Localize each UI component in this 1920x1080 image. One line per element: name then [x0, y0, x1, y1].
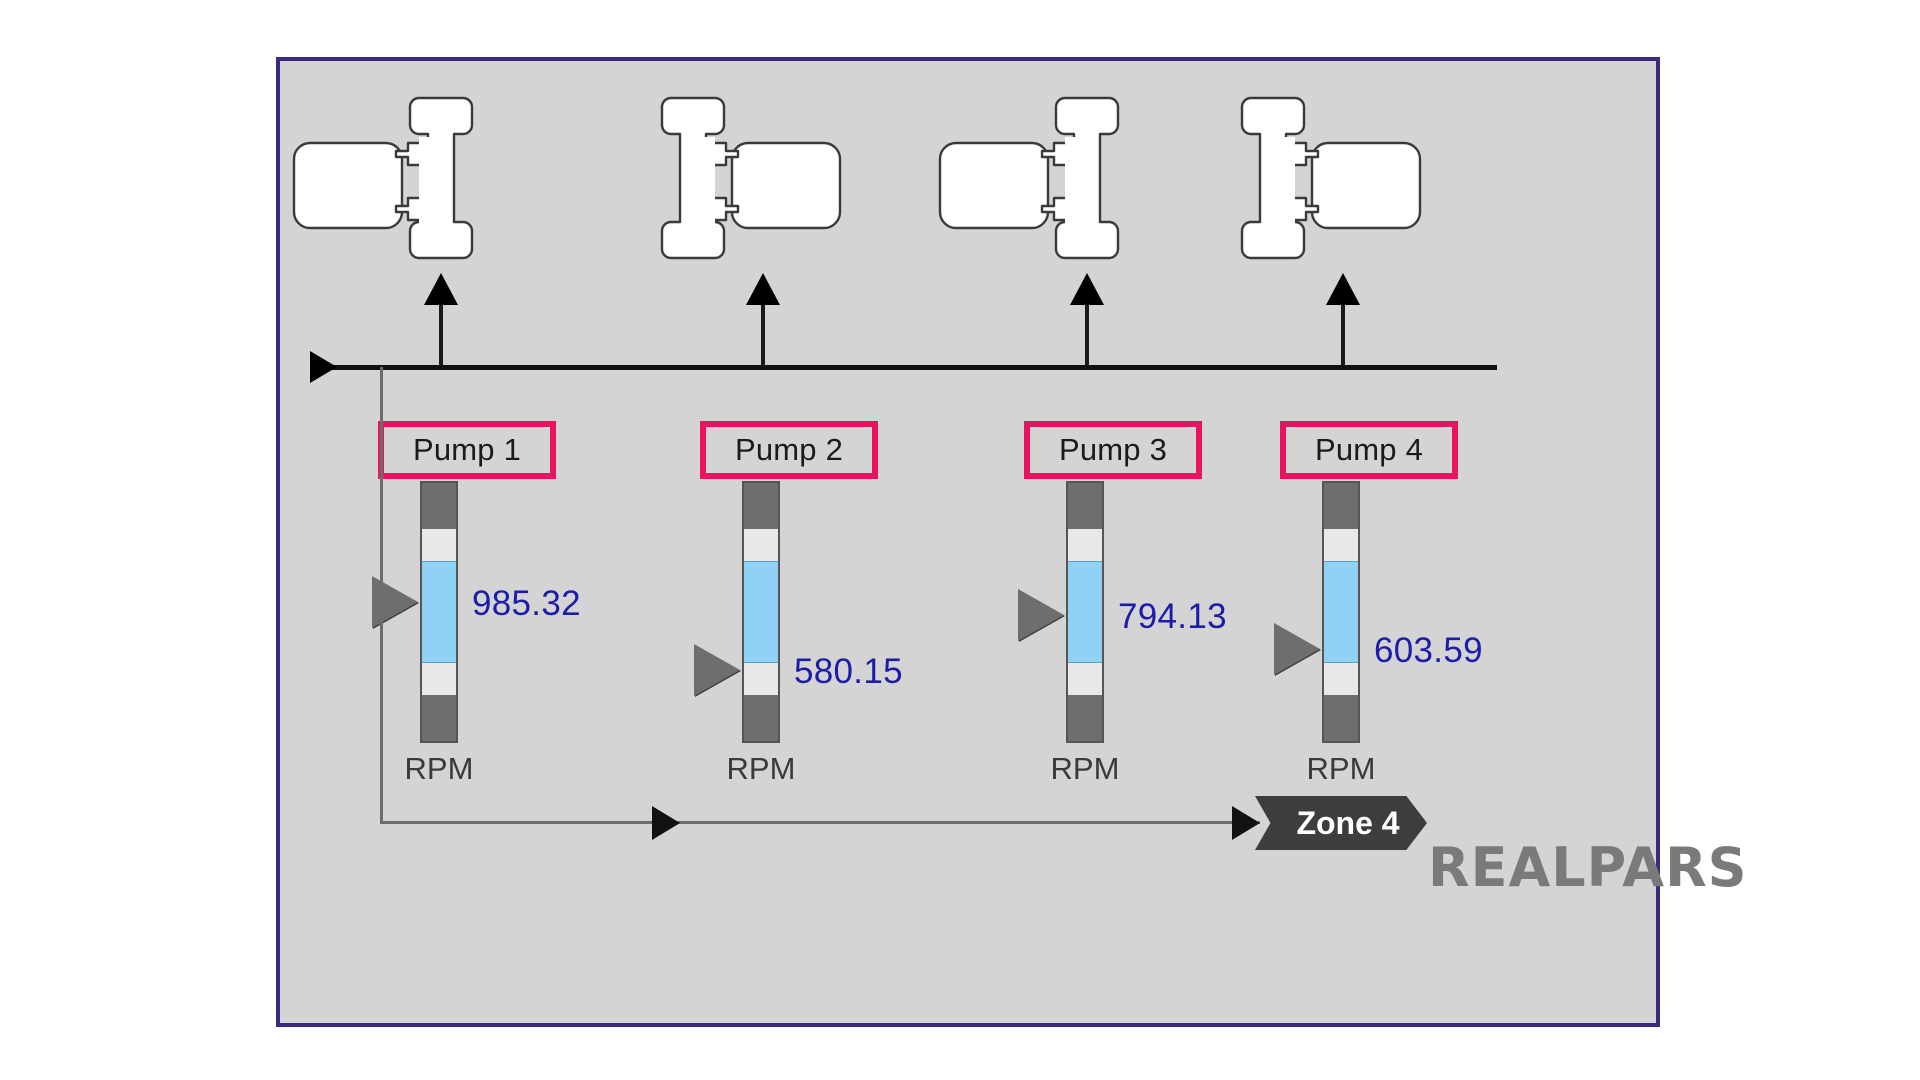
rpm-value-2: 580.15 — [794, 652, 903, 691]
pump-assembly-4[interactable] — [1188, 93, 1428, 278]
gauge-2-segment-upper-light — [744, 529, 778, 561]
shaft-4 — [1273, 137, 1295, 234]
pump-label-text-3: Pump 3 — [1058, 432, 1168, 467]
pump-assembly-3[interactable] — [932, 93, 1172, 278]
motor-body-1 — [292, 141, 404, 230]
motor-body-2 — [730, 141, 842, 230]
rpm-value-1: 985.32 — [472, 584, 581, 623]
gauge-2-segment-bottom-dark — [744, 695, 778, 741]
zone-banner[interactable]: Zone 4 — [1255, 796, 1427, 850]
pump-label-text-2: Pump 2 — [734, 432, 844, 467]
gauge-2-segment-lower-light — [744, 663, 778, 695]
pump-symbol-3-icon — [938, 96, 1120, 260]
gauge-3-fill — [1068, 561, 1102, 663]
rpm-gauge-3[interactable] — [1066, 481, 1104, 743]
riser-flow-arrow-1 — [424, 273, 458, 305]
rpm-gauge-4[interactable] — [1322, 481, 1360, 743]
pump-label-box-3[interactable]: Pump 3 — [1024, 421, 1202, 479]
pump-symbol-4-icon — [1240, 96, 1422, 260]
pump-symbol-1-icon — [292, 96, 474, 260]
discharge-flow-arrow-mid-icon — [652, 806, 680, 840]
rpm-pointer-3[interactable] — [1018, 589, 1064, 641]
rpm-unit-1: RPM — [404, 751, 474, 786]
gauge-1-segment-upper-light — [422, 529, 456, 561]
rpm-unit-2: RPM — [726, 751, 796, 786]
riser-flow-arrow-3 — [1070, 273, 1104, 305]
riser-pipe-4 — [1341, 277, 1345, 367]
rpm-value-4: 603.59 — [1374, 631, 1483, 670]
gauge-1-segment-top-dark — [422, 483, 456, 529]
shaft-3 — [1065, 137, 1087, 234]
rpm-pointer-1[interactable] — [372, 576, 418, 628]
riser-pipe-1 — [439, 277, 443, 367]
rpm-value-3: 794.13 — [1118, 597, 1227, 636]
gauge-1-segment-bottom-dark — [422, 695, 456, 741]
rpm-gauge-1[interactable] — [420, 481, 458, 743]
pump-label-text-4: Pump 4 — [1314, 432, 1424, 467]
header-inlet-arrow-icon — [310, 351, 337, 383]
rpm-pointer-2[interactable] — [694, 644, 740, 696]
gauge-3-segment-lower-light — [1068, 663, 1102, 695]
gauge-2-segment-top-dark — [744, 483, 778, 529]
riser-flow-arrow-2 — [746, 273, 780, 305]
gauge-1-fill — [422, 561, 456, 663]
hmi-panel: Pump 1 Pump 2 Pump 3 Pump 4 985.32 RPM — [276, 57, 1747, 1027]
riser-pipe-2 — [761, 277, 765, 367]
motor-body-3 — [938, 141, 1050, 230]
gauge-4-segment-lower-light — [1324, 663, 1358, 695]
rpm-unit-4: RPM — [1306, 751, 1376, 786]
shaft-2 — [693, 137, 715, 234]
pump-label-box-4[interactable]: Pump 4 — [1280, 421, 1458, 479]
header-pipe — [322, 365, 1497, 370]
pump-assembly-2[interactable] — [608, 93, 848, 278]
gauge-1-segment-lower-light — [422, 663, 456, 695]
gauge-3-segment-upper-light — [1068, 529, 1102, 561]
riser-pipe-3 — [1085, 277, 1089, 367]
motor-body-4 — [1310, 141, 1422, 230]
rpm-gauge-2[interactable] — [742, 481, 780, 743]
discharge-flow-arrow-end-icon — [1232, 806, 1260, 840]
shaft-1 — [419, 137, 441, 234]
gauge-4-segment-upper-light — [1324, 529, 1358, 561]
pump-label-text-1: Pump 1 — [412, 432, 522, 467]
gauge-4-fill — [1324, 561, 1358, 663]
gauge-2-fill — [744, 561, 778, 663]
pump-label-box-2[interactable]: Pump 2 — [700, 421, 878, 479]
rpm-unit-3: RPM — [1050, 751, 1120, 786]
zone-banner-label: Zone 4 — [1296, 804, 1400, 841]
realpars-logo: REALPARS — [1428, 836, 1748, 899]
pump-symbol-2-icon — [660, 96, 842, 260]
riser-flow-arrow-4 — [1326, 273, 1360, 305]
pump-assembly-1[interactable] — [286, 93, 526, 278]
gauge-4-segment-bottom-dark — [1324, 695, 1358, 741]
discharge-line-vertical — [380, 367, 383, 823]
gauge-3-segment-top-dark — [1068, 483, 1102, 529]
gauge-3-segment-bottom-dark — [1068, 695, 1102, 741]
rpm-pointer-4[interactable] — [1274, 623, 1320, 675]
discharge-line-horizontal — [380, 821, 1260, 824]
gauge-4-segment-top-dark — [1324, 483, 1358, 529]
pump-label-box-1[interactable]: Pump 1 — [378, 421, 556, 479]
